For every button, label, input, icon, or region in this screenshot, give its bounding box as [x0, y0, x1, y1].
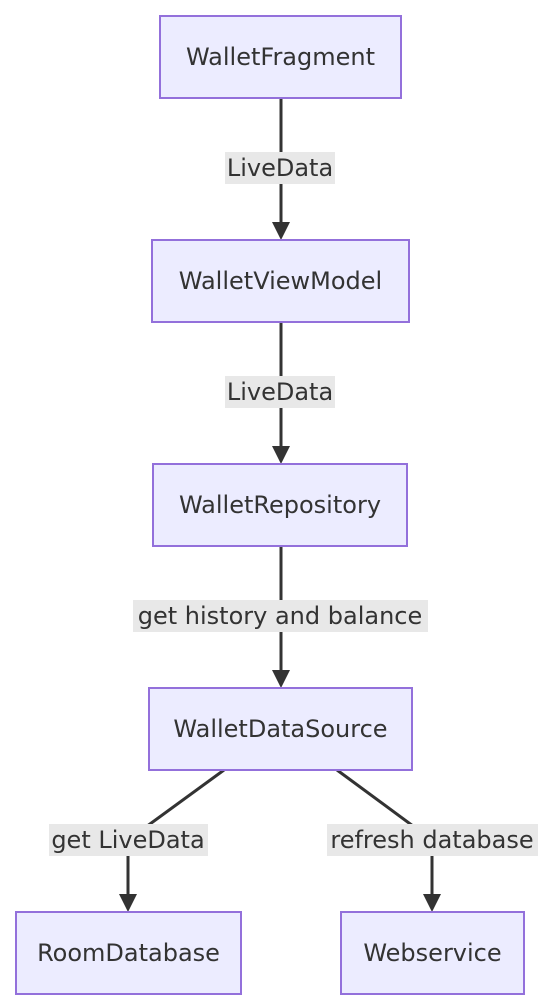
edge-label-text: refresh database: [330, 826, 533, 854]
node-wallet-data-source: WalletDataSource: [148, 687, 413, 771]
arrow-head: [119, 894, 137, 912]
node-label: RoomDatabase: [37, 939, 220, 967]
node-box: [15, 911, 242, 995]
node-box: [148, 687, 413, 771]
node-label: WalletFragment: [186, 43, 375, 71]
edge-label-text: LiveData: [227, 378, 333, 406]
node-room-database: RoomDatabase: [15, 911, 242, 995]
node-box: [159, 15, 402, 99]
edge-label-text: LiveData: [227, 154, 333, 182]
node-label: WalletDataSource: [173, 715, 387, 743]
node-webservice: Webservice: [340, 911, 525, 995]
node-wallet-fragment: WalletFragment: [159, 15, 402, 99]
node-wallet-view-model: WalletViewModel: [151, 239, 410, 323]
arrow-head: [423, 894, 441, 912]
edge-label-background: [49, 824, 208, 856]
edge-label-background: [327, 824, 538, 856]
edge-label-datasource-room: get LiveData: [49, 824, 208, 856]
edge-label-text: get history and balance: [138, 602, 422, 630]
edge-label-fragment-viewmodel: LiveData: [225, 152, 335, 184]
edge-label-background: [225, 152, 335, 184]
node-label: WalletViewModel: [179, 267, 382, 295]
arrow-head: [272, 446, 290, 464]
edge-label-repository-datasource: get history and balance: [133, 600, 428, 632]
node-label: WalletRepository: [179, 491, 381, 519]
edge-label-viewmodel-repository: LiveData: [225, 376, 335, 408]
node-box: [151, 239, 410, 323]
edge-label-datasource-webservice: refresh database: [327, 824, 538, 856]
edge-label-text: get LiveData: [51, 826, 204, 854]
edge-label-background: [225, 376, 335, 408]
node-label: Webservice: [363, 939, 501, 967]
node-wallet-repository: WalletRepository: [152, 463, 408, 547]
arrow-head: [272, 222, 290, 240]
edge-label-background: [133, 600, 428, 632]
arrow-head: [272, 670, 290, 688]
node-box: [152, 463, 408, 547]
node-box: [340, 911, 525, 995]
